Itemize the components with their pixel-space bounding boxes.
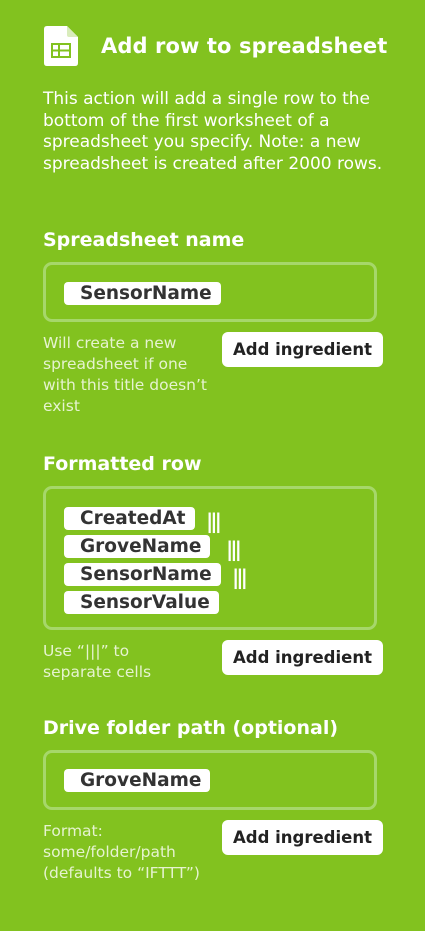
spreadsheet-name-field[interactable]: SensorName bbox=[43, 262, 377, 322]
spreadsheet-name-helper: Will create a new spreadsheet if one wit… bbox=[43, 334, 208, 415]
ingredient-pill[interactable]: SensorValue bbox=[64, 591, 219, 614]
action-header: Add row to spreadsheet bbox=[44, 24, 414, 68]
cell-separator: ||| bbox=[232, 565, 248, 589]
formatted-row-helper: Use “|||” to separate cells bbox=[43, 642, 152, 681]
spreadsheet-name-label: Spreadsheet name bbox=[43, 229, 245, 251]
ingredient-pill[interactable]: SensorName bbox=[64, 563, 221, 586]
add-ingredient-button[interactable]: Add ingredient bbox=[222, 640, 383, 675]
formatted-row-label: Formatted row bbox=[43, 453, 202, 475]
cell-separator: ||| bbox=[226, 537, 242, 561]
drive-folder-helper: Format: some/folder/path (defaults to “I… bbox=[43, 822, 200, 882]
action-title: Add row to spreadsheet bbox=[101, 34, 388, 58]
drive-folder-label: Drive folder path (optional) bbox=[43, 717, 339, 739]
formatted-row-field[interactable]: CreatedAt ||| GroveName ||| SensorName |… bbox=[43, 486, 377, 630]
ingredient-pill[interactable]: SensorName bbox=[64, 282, 221, 305]
ingredient-pill[interactable]: GroveName bbox=[64, 769, 211, 792]
drive-folder-field[interactable]: GroveName bbox=[43, 750, 377, 810]
cell-separator: ||| bbox=[206, 509, 222, 533]
action-description: This action will add a single row to the… bbox=[43, 89, 383, 174]
ingredient-pill[interactable]: CreatedAt bbox=[64, 507, 195, 530]
google-sheets-icon bbox=[44, 26, 78, 66]
ingredient-pill[interactable]: GroveName bbox=[64, 535, 211, 558]
add-ingredient-button[interactable]: Add ingredient bbox=[222, 820, 383, 855]
add-ingredient-button[interactable]: Add ingredient bbox=[222, 332, 383, 367]
